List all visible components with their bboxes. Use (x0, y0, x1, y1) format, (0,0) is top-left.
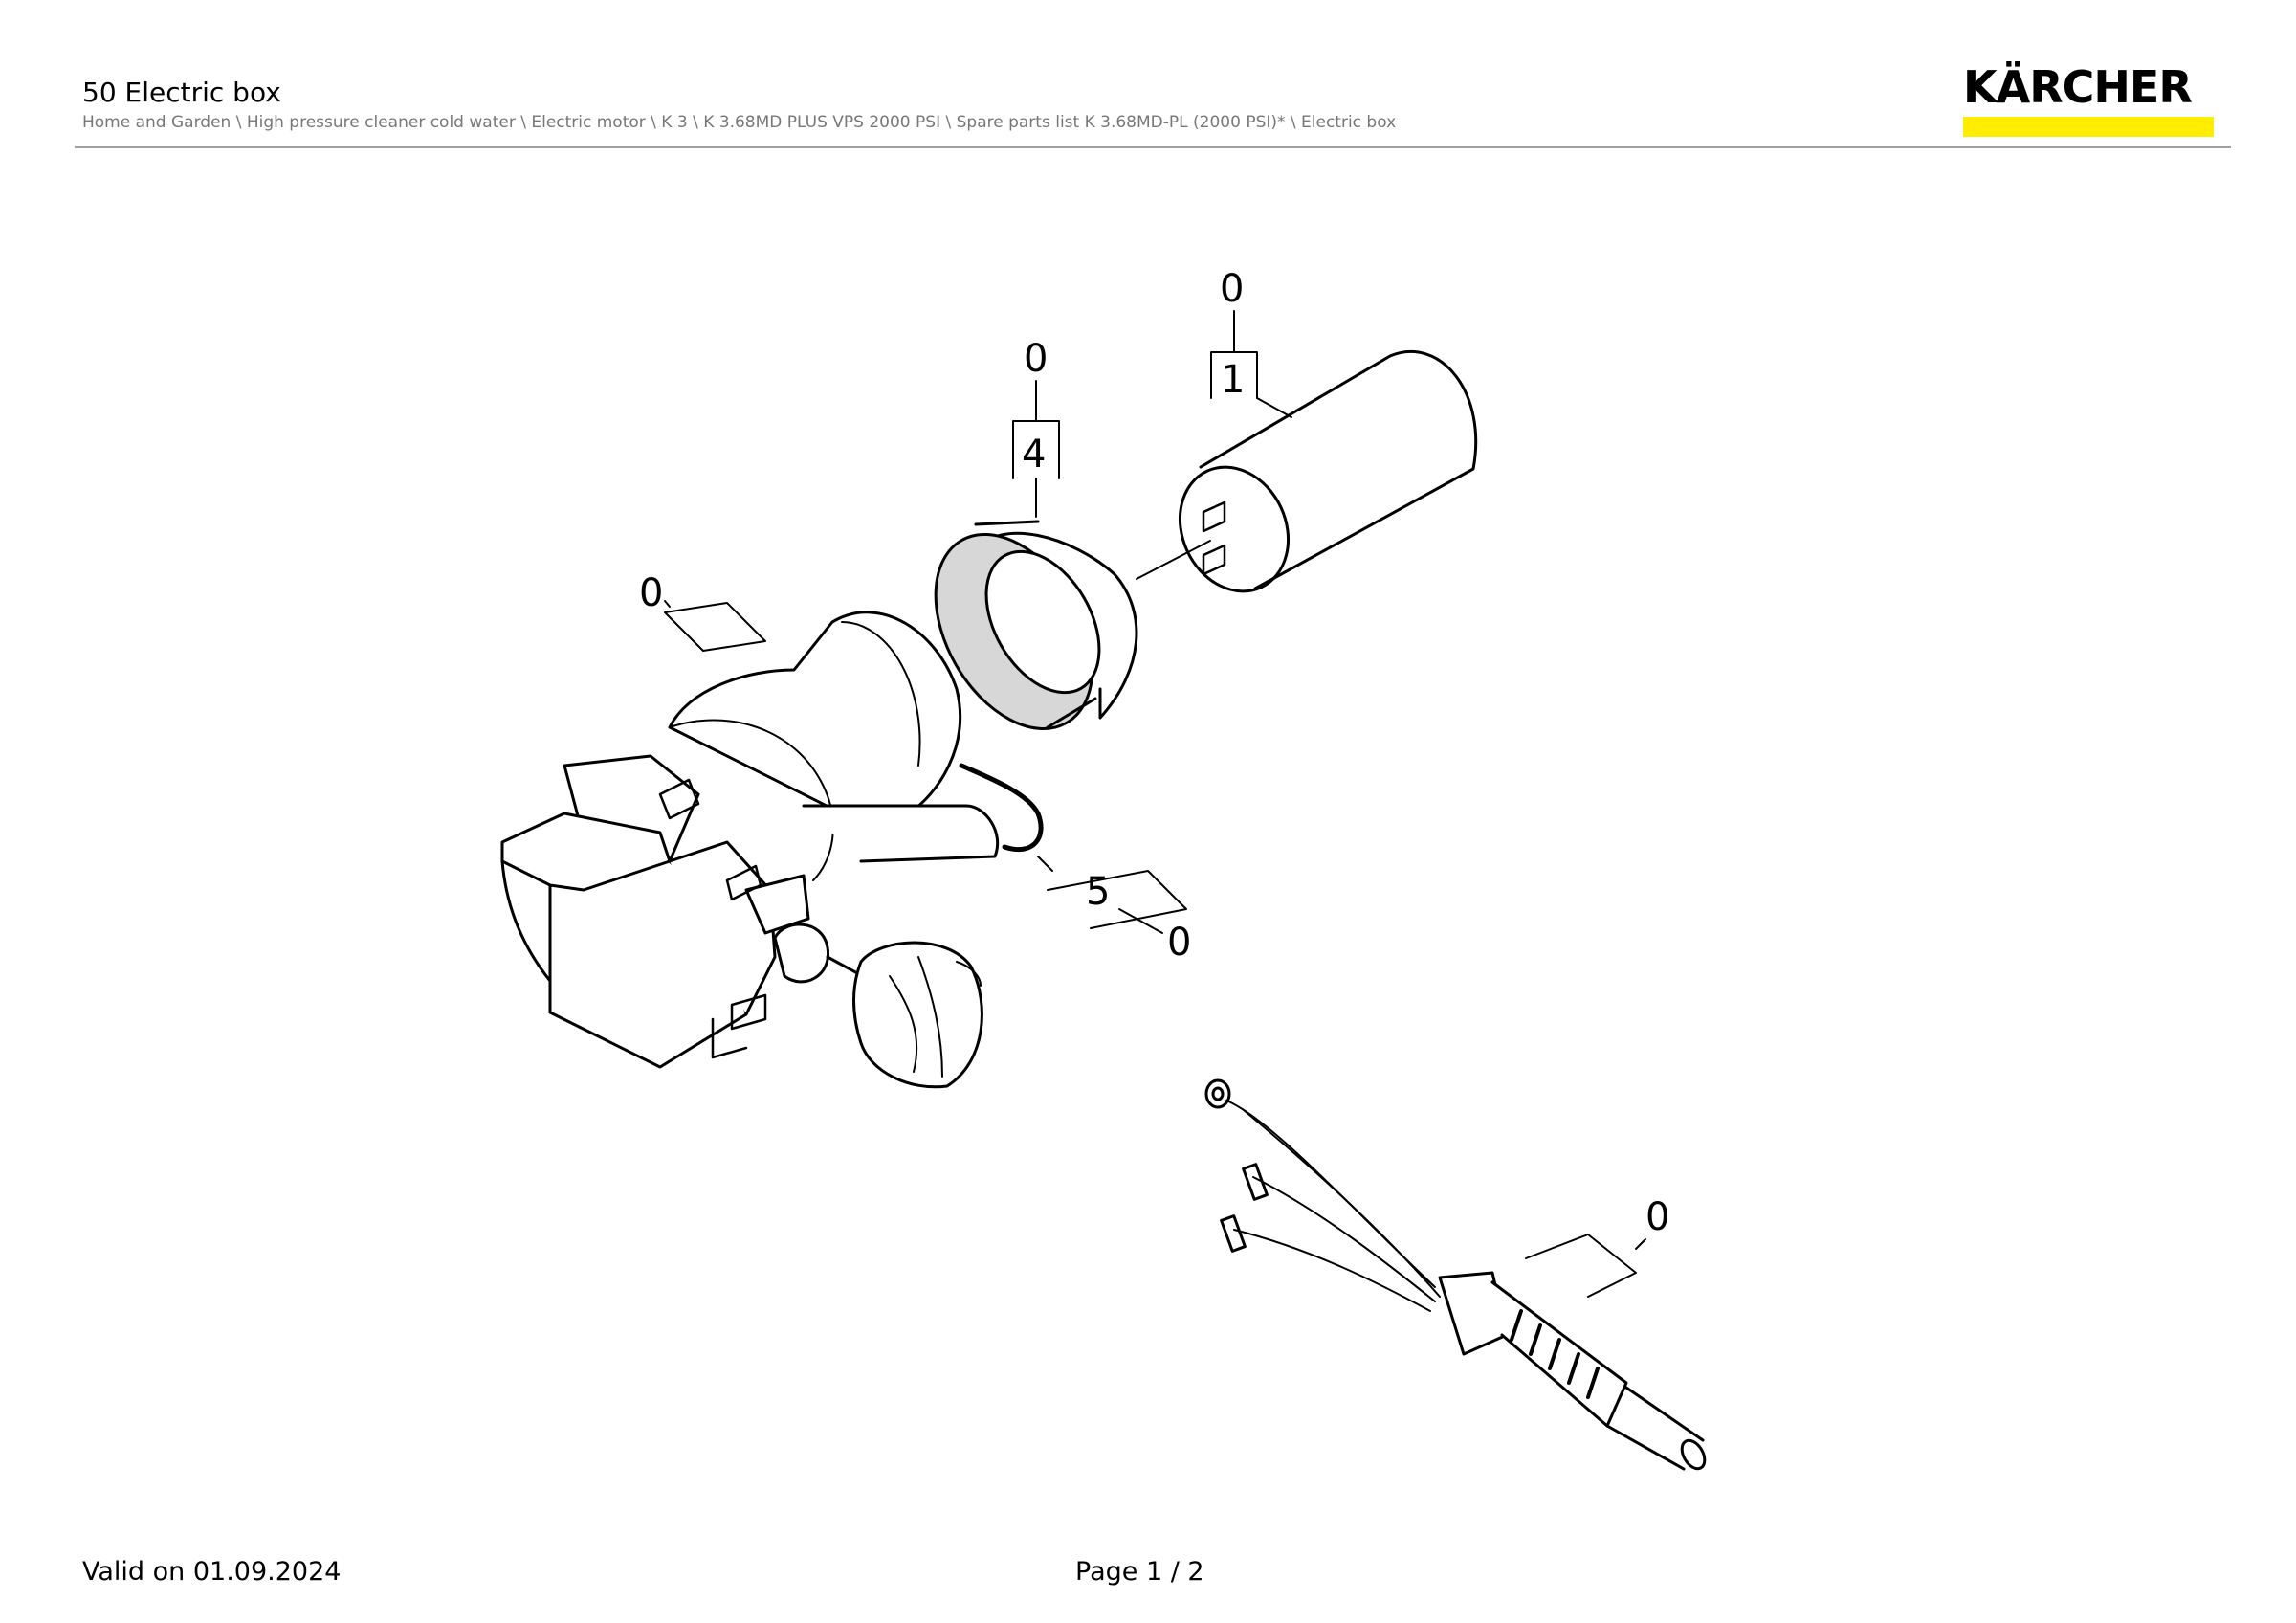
capacitor-part[interactable] (1136, 349, 1478, 609)
callout-seal-position: 5 (1086, 870, 1110, 914)
header-divider (75, 146, 2231, 148)
callout-leaders (664, 310, 1646, 1298)
callout-motor-qty: 0 (639, 571, 663, 615)
callout-clamp-position: 4 (1022, 433, 1046, 477)
validity-date: Valid on 01.09.2024 (82, 1557, 342, 1587)
callout-cable-qty: 0 (1645, 1195, 1669, 1239)
callout-seal-qty: 0 (1167, 921, 1191, 965)
electric-box-housing[interactable] (500, 611, 1044, 1089)
power-cable-part[interactable] (1204, 1078, 1710, 1473)
brand-logo: KÄRCHER (1963, 63, 2214, 137)
clamp-ring-part[interactable] (903, 507, 1138, 757)
brand-logo-bar (1963, 117, 2214, 137)
callout-capacitor-position: 1 (1221, 358, 1245, 402)
page-title: 50 Electric box (82, 77, 281, 108)
page-header: 50 Electric box Home and Garden \ High p… (82, 77, 1422, 132)
callout-capacitor-qty: 0 (1220, 267, 1244, 311)
breadcrumb: Home and Garden \ High pressure cleaner … (82, 113, 1397, 132)
page-number: Page 1 / 2 (1075, 1557, 1204, 1587)
brand-logo-text: KÄRCHER (1963, 61, 2193, 113)
callout-clamp-qty: 0 (1024, 337, 1048, 381)
